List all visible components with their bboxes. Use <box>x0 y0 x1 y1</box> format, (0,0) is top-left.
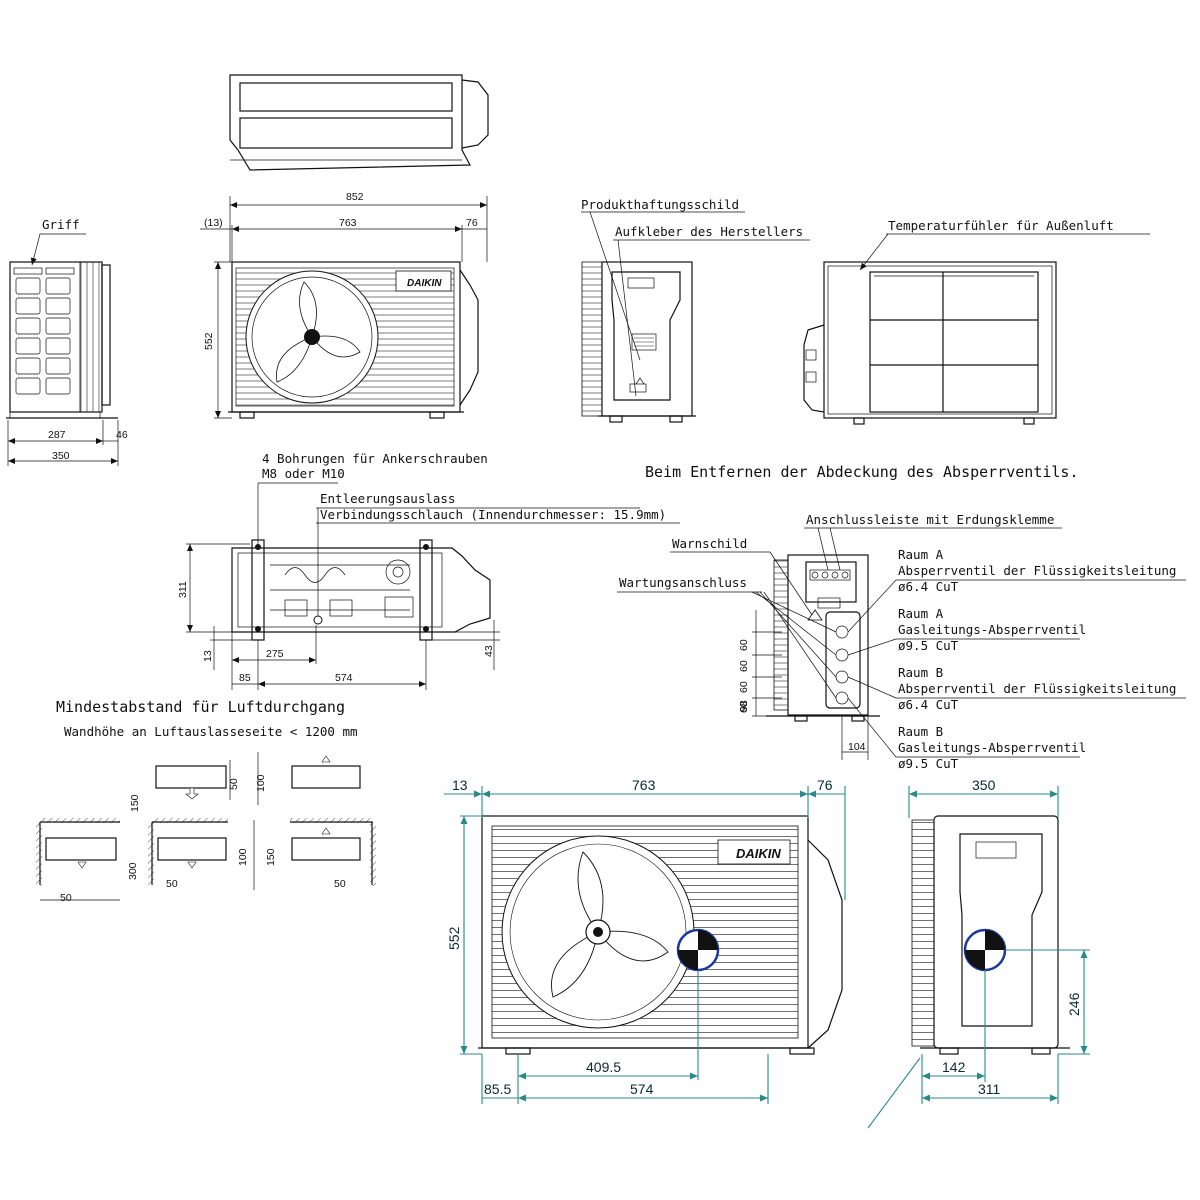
left-side-view <box>6 261 118 419</box>
dim-clr-100a: 100 <box>255 774 267 792</box>
dim-76-top: 76 <box>466 217 478 229</box>
label-wandhoehe: Wandhöhe an Luftauslasseseite < 1200 mm <box>64 724 358 739</box>
dim-clr-50d: 50 <box>334 878 346 890</box>
label-raumB1-2: Absperrventil der Flüssigkeitsleitung <box>898 681 1176 696</box>
label-raumA2-2: Gasleitungs-Absperrventil <box>898 622 1086 637</box>
dim-46: 46 <box>116 429 128 441</box>
dim-60-a: 60 <box>738 639 750 651</box>
dim-clr-150a: 150 <box>129 794 141 812</box>
dim-teal-142: 142 <box>942 1059 966 1075</box>
dim-clr-100b: 100 <box>237 848 249 866</box>
dim-60-b: 60 <box>738 660 750 672</box>
dim-clr-150b: 150 <box>265 848 277 866</box>
dim-311-base: 311 <box>177 581 189 598</box>
label-bohrungen-2: M8 oder M10 <box>262 466 345 481</box>
valve-detail-view <box>766 554 880 722</box>
dim-teal-350: 350 <box>972 777 996 793</box>
left-side-grille <box>15 277 71 395</box>
dim-552-top: 552 <box>203 332 215 350</box>
dim-763-top: 763 <box>339 217 357 229</box>
label-raumA2-1: Raum A <box>898 606 944 621</box>
label-entleerung: Entleerungsauslass <box>320 491 455 506</box>
label-warnschild: Warnschild <box>672 536 747 551</box>
label-griff: Griff <box>42 217 80 232</box>
dim-98-visible: 98 <box>738 700 750 712</box>
label-raumA1-2: Absperrventil der Flüssigkeitsleitung <box>898 563 1176 578</box>
dim-287: 287 <box>48 429 66 441</box>
dim-clr-50b: 50 <box>60 892 72 904</box>
label-aufkleber: Aufkleber des Herstellers <box>615 224 803 239</box>
dim-teal-85-5: 85.5 <box>484 1081 511 1097</box>
label-raumA1-3: ø6.4 CuT <box>898 579 959 594</box>
dim-574-base: 574 <box>335 672 353 684</box>
dim-teal-763: 763 <box>632 777 656 793</box>
dim-clr-50c: 50 <box>166 878 178 890</box>
label-abdeckung: Beim Entfernen der Abdeckung des Absperr… <box>645 463 1078 481</box>
front-logo: DAIKIN <box>407 278 442 289</box>
label-raumB1-3: ø6.4 CuT <box>898 697 959 712</box>
label-mindestabstand: Mindestabstand für Luftdurchgang <box>56 698 345 716</box>
dim-13-base: 13 <box>202 650 214 662</box>
dim-85: 85 <box>239 672 251 684</box>
large-front-view: DAIKIN <box>478 815 843 1055</box>
dim-350-left: 350 <box>52 450 70 462</box>
label-raumA1-1: Raum A <box>898 547 944 562</box>
dim-teal-13: 13 <box>452 777 468 793</box>
dim-clr-50a: 50 <box>228 778 240 790</box>
label-raumA2-3: ø9.5 CuT <box>898 638 959 653</box>
dim-teal-76: 76 <box>817 777 833 793</box>
label-raumB2-3: ø9.5 CuT <box>898 756 959 771</box>
dim-teal-552: 552 <box>446 926 462 950</box>
label-bohrungen-1: 4 Bohrungen für Ankerschrauben <box>262 451 488 466</box>
dim-teal-574: 574 <box>630 1081 654 1097</box>
label-raumB1-1: Raum B <box>898 665 943 680</box>
label-verbindungsschlauch: Verbindungsschlauch (Innendurchmesser: 1… <box>320 507 666 522</box>
dim-13-paren: (13) <box>204 217 223 229</box>
label-raumB2-2: Gasleitungs-Absperrventil <box>898 740 1086 755</box>
label-produkthaftungsschild: Produkthaftungsschild <box>581 197 739 212</box>
dim-275: 275 <box>266 648 284 660</box>
dim-teal-409-5: 409.5 <box>586 1059 621 1075</box>
rear-view <box>803 261 1057 425</box>
dim-teal-246: 246 <box>1066 992 1082 1016</box>
right-side-view <box>581 261 696 423</box>
dim-60-c: 60 <box>738 681 750 693</box>
label-temperaturfuehler: Temperaturfühler für Außenluft <box>888 218 1114 233</box>
clearance-diagrams <box>36 752 376 901</box>
dim-852: 852 <box>346 191 364 203</box>
top-view <box>229 74 489 171</box>
label-wartungsanschluss: Wartungsanschluss <box>619 575 747 590</box>
label-anschlussleiste: Anschlussleiste mit Erdungsklemme <box>806 512 1054 527</box>
dim-104: 104 <box>848 741 866 753</box>
dim-43: 43 <box>483 645 495 657</box>
large-side-view <box>911 815 1070 1055</box>
front-view: DAIKIN <box>228 261 479 419</box>
dim-teal-311: 311 <box>978 1081 1001 1097</box>
dim-60-d: 60 <box>738 701 750 713</box>
label-raumB2-1: Raum B <box>898 724 943 739</box>
large-front-logo: DAIKIN <box>736 846 781 861</box>
dim-clr-300: 300 <box>127 862 139 880</box>
bottom-view <box>231 539 491 641</box>
